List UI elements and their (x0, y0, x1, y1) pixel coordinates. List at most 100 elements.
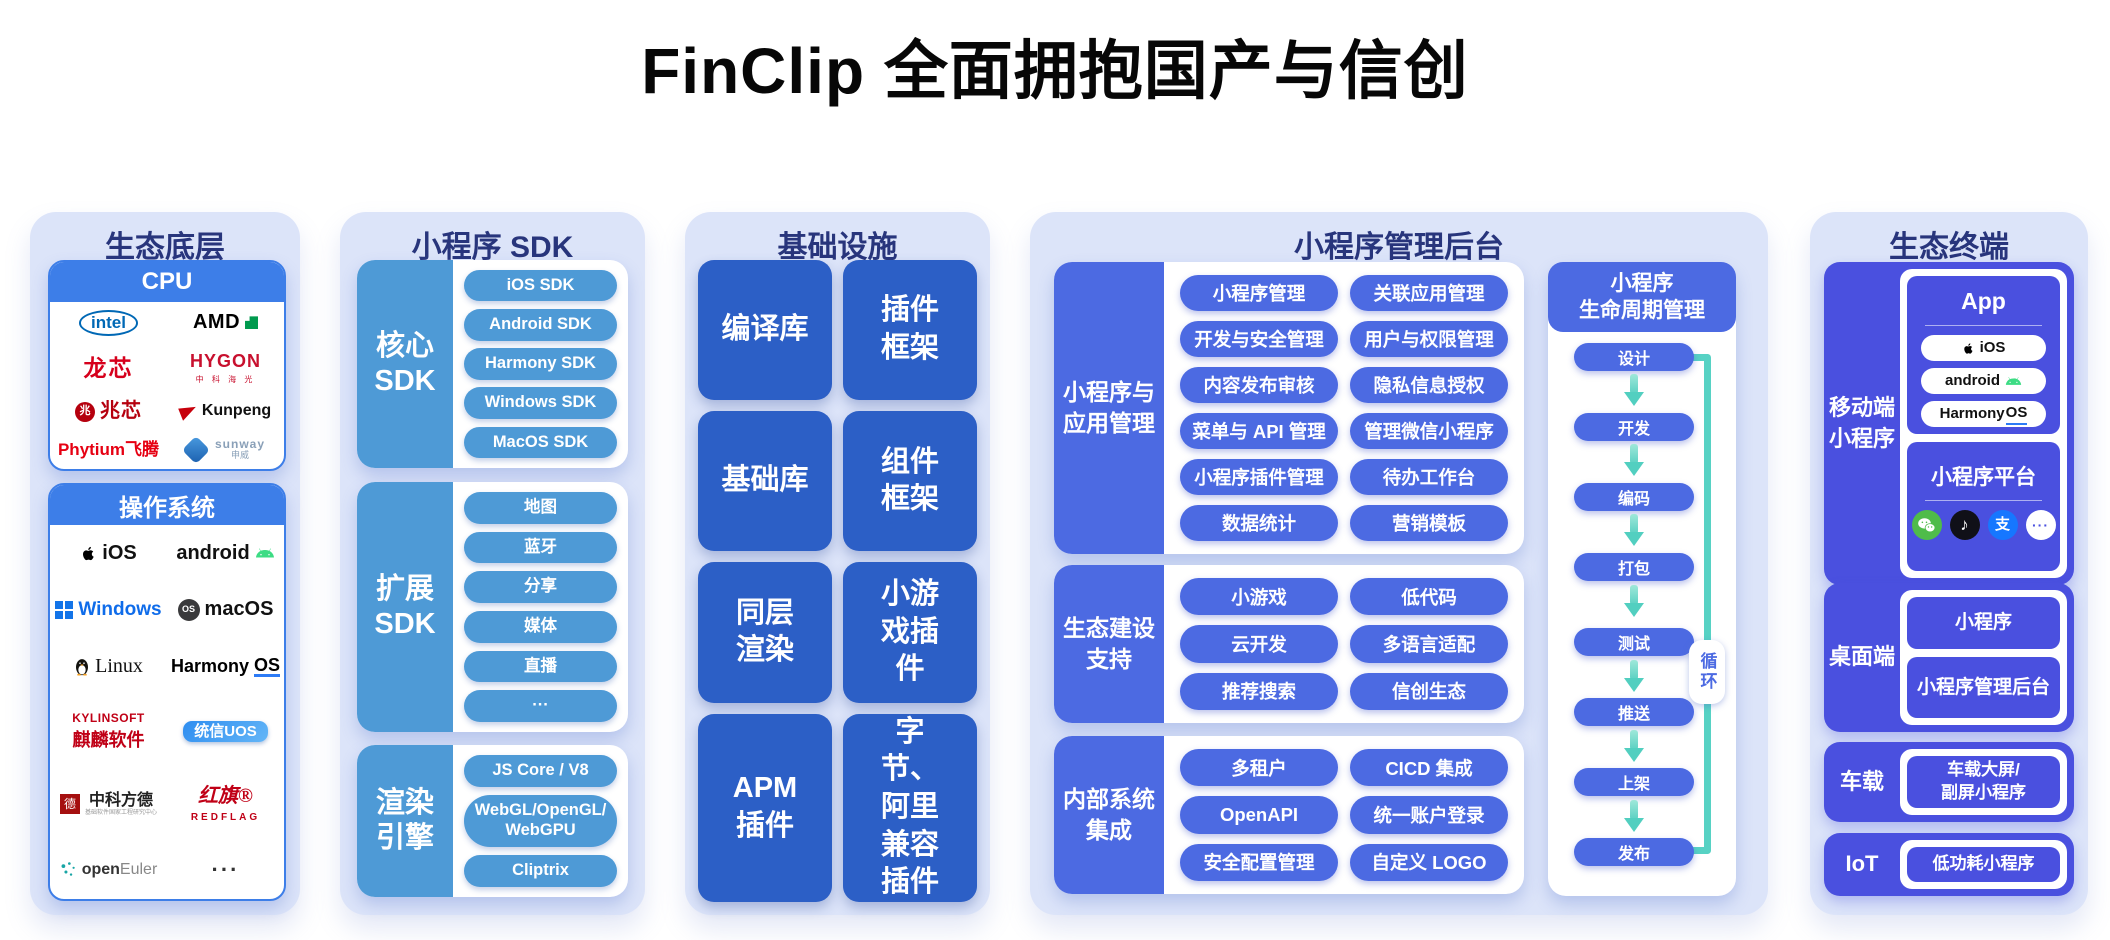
admin-pill: 低代码 (1350, 578, 1508, 616)
desktop-item: 小程序 (1907, 597, 2060, 649)
sdk-pill: Android SDK (464, 308, 617, 341)
loop-line-bottom (1686, 847, 1708, 854)
infra-tile: 插件框架 (843, 260, 977, 401)
lifecycle-step: 测试 (1574, 628, 1694, 656)
admin-pill: 多租户 (1180, 749, 1338, 787)
loop-label-badge: 循环 (1689, 640, 1725, 704)
eco-support-pills: 小游戏 低代码 云开发 多语言适配 推荐搜索 信创生态 (1164, 565, 1524, 723)
infra-tile: 编译库 (698, 260, 832, 401)
fangde-seal-icon: 德 (59, 794, 80, 815)
panel-terminals-title: 生态终端 (1889, 231, 2009, 264)
admin-pill: 云开发 (1180, 625, 1338, 663)
admin-pill: 数据统计 (1180, 505, 1338, 541)
admin-pill: 待办工作台 (1350, 459, 1508, 495)
app-management-pills: 小程序管理 关联应用管理 开发与安全管理 用户与权限管理 内容发布审核 隐私信息… (1164, 262, 1524, 554)
car-terminal-label: 车载 (1839, 768, 1884, 794)
admin-pill: 菜单与 API 管理 (1180, 413, 1338, 449)
apple-icon (1963, 342, 1973, 354)
sdk-pill: Cliptrix (464, 855, 617, 887)
infra-tile: 小游戏插件 (843, 562, 977, 703)
admin-pill: 统一账户登录 (1350, 796, 1508, 834)
android-pill: android (1920, 368, 2047, 395)
more-os-ellipsis: ··· (211, 857, 240, 883)
admin-pill: OpenAPI (1180, 796, 1338, 834)
uos-logo: 统信UOS (183, 720, 268, 743)
sdk-pill: 分享 (464, 571, 617, 604)
lifecycle-step: 开发 (1574, 413, 1694, 441)
core-sdk-pills: iOS SDK Android SDK Harmony SDK Windows … (453, 260, 628, 468)
kunpeng-wing-icon (178, 402, 199, 421)
android-robot-icon (255, 548, 274, 558)
loongson-logo: 龙芯 (83, 355, 134, 382)
macos-badge-icon: OS (177, 598, 200, 621)
loop-line-top (1688, 354, 1708, 361)
panel-terminals: 生态终端 移动端小程序 App iOS android H (1810, 212, 2088, 915)
windows-icon (55, 600, 74, 619)
admin-pill: 营销模板 (1350, 505, 1508, 541)
openeuler-logo: openEuler (60, 861, 157, 878)
linux-logo: Linux (74, 655, 143, 677)
lifecycle-step: 推送 (1574, 698, 1694, 726)
admin-pill: 开发与安全管理 (1180, 321, 1338, 357)
ios-pill: iOS (1920, 335, 2047, 362)
sdk-pill-more: ··· (464, 690, 617, 723)
iot-terminal-row: IoT 低功耗小程序 (1824, 833, 2074, 896)
android-robot-icon (2005, 377, 2022, 385)
admin-pill: 信创生态 (1350, 672, 1508, 710)
internal-integration-label: 内部系统集成 (1054, 736, 1164, 894)
sunway-diamond-icon (181, 435, 211, 464)
sdk-pill: iOS SDK (464, 269, 617, 302)
intel-logo: intel (79, 309, 138, 336)
internal-integration-pills: 多租户 CICD 集成 OpenAPI 统一账户登录 安全配置管理 自定义 LO… (1164, 736, 1524, 894)
lifecycle-card: 小程序生命周期管理 设计 开发 编码 打包 测试 推送 上架 发布 循环 (1548, 262, 1736, 896)
apple-icon (83, 546, 94, 560)
panel-sdk-title: 小程序 SDK (411, 231, 574, 264)
lifecycle-step: 上架 (1574, 768, 1694, 796)
down-arrow-icon (1624, 730, 1644, 766)
panel-admin-title: 小程序管理后台 (1294, 231, 1504, 264)
admin-pill: 小游戏 (1180, 578, 1338, 616)
app-management-card: 小程序与应用管理 小程序管理 关联应用管理 开发与安全管理 用户与权限管理 内容… (1054, 262, 1524, 554)
admin-pill: 推荐搜索 (1180, 672, 1338, 710)
down-arrow-icon (1624, 374, 1644, 410)
mobile-terminal-label: 移动端小程序 (1828, 394, 1895, 451)
os-card-header: 操作系统 (50, 485, 284, 525)
sdk-pill: 直播 (464, 650, 617, 683)
down-arrow-icon (1624, 660, 1644, 696)
infra-tile: 组件框架 (843, 411, 977, 552)
sdk-pill: 蓝牙 (464, 531, 617, 564)
platform-block-title: 小程序平台 (1931, 466, 2036, 490)
platform-icon-row: ♪ 支 ··· (1907, 510, 2060, 541)
admin-pill: 小程序管理 (1180, 275, 1338, 311)
phytium-logo: Phytium飞腾 (57, 439, 160, 459)
eco-support-card: 生态建设支持 小游戏 低代码 云开发 多语言适配 推荐搜索 信创生态 (1054, 565, 1524, 723)
platform-block: 小程序平台 ♪ 支 ··· (1907, 442, 2060, 571)
sdk-pill: MacOS SDK (464, 426, 617, 459)
admin-pill: 关联应用管理 (1350, 275, 1508, 311)
car-terminal-row: 车载 车载大屏/ 副屏小程序 (1824, 742, 2074, 822)
lifecycle-header: 小程序生命周期管理 (1548, 262, 1736, 332)
down-arrow-icon (1624, 800, 1644, 836)
render-engine-pills: JS Core / V8 WebGL/OpenGL/ WebGPU Cliptr… (453, 745, 628, 897)
cpu-card-header: CPU (50, 262, 284, 302)
infra-tile: APM 插件 (698, 713, 832, 902)
lifecycle-step: 发布 (1574, 838, 1694, 866)
amd-arrow-icon (245, 316, 259, 330)
amd-logo: AMD (193, 312, 259, 333)
iot-terminal-card: 低功耗小程序 (1900, 840, 2067, 889)
desktop-item: 小程序管理后台 (1907, 657, 2060, 718)
sdk-pill: Harmony SDK (464, 348, 617, 380)
douyin-icon: ♪ (1949, 510, 1980, 541)
